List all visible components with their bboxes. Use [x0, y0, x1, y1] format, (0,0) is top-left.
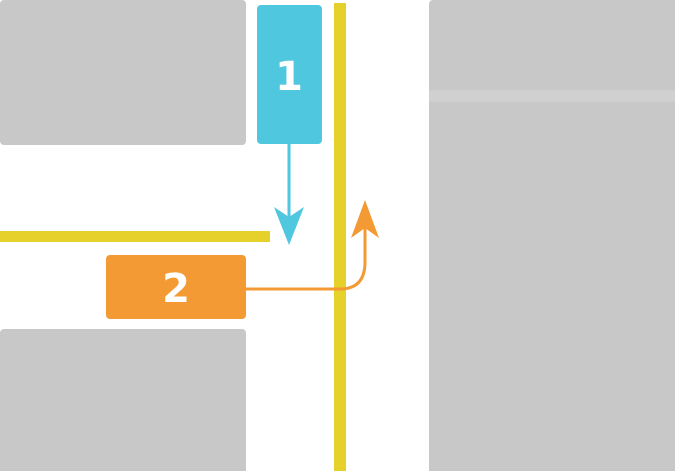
vehicle-2-label: 2: [162, 266, 190, 312]
vehicle-1-arrowhead: [274, 207, 304, 245]
city-block-right-divider: [429, 90, 675, 102]
vehicle-2: 2: [106, 255, 246, 319]
vehicle-2-path-arrow: [246, 225, 367, 291]
city-block-right: [429, 0, 675, 471]
vehicle-2-body: [106, 255, 246, 319]
vehicle-1: 1: [257, 5, 322, 144]
city-block-top-left: [0, 0, 246, 145]
vehicle-2-arrowhead: [351, 200, 379, 238]
lane-line-horizontal: [0, 231, 270, 242]
vehicle-1-body: [257, 5, 322, 144]
lane-line-vertical: [334, 3, 346, 471]
vehicle-1-label: 1: [275, 54, 303, 100]
city-block-bottom-left: [0, 329, 246, 471]
